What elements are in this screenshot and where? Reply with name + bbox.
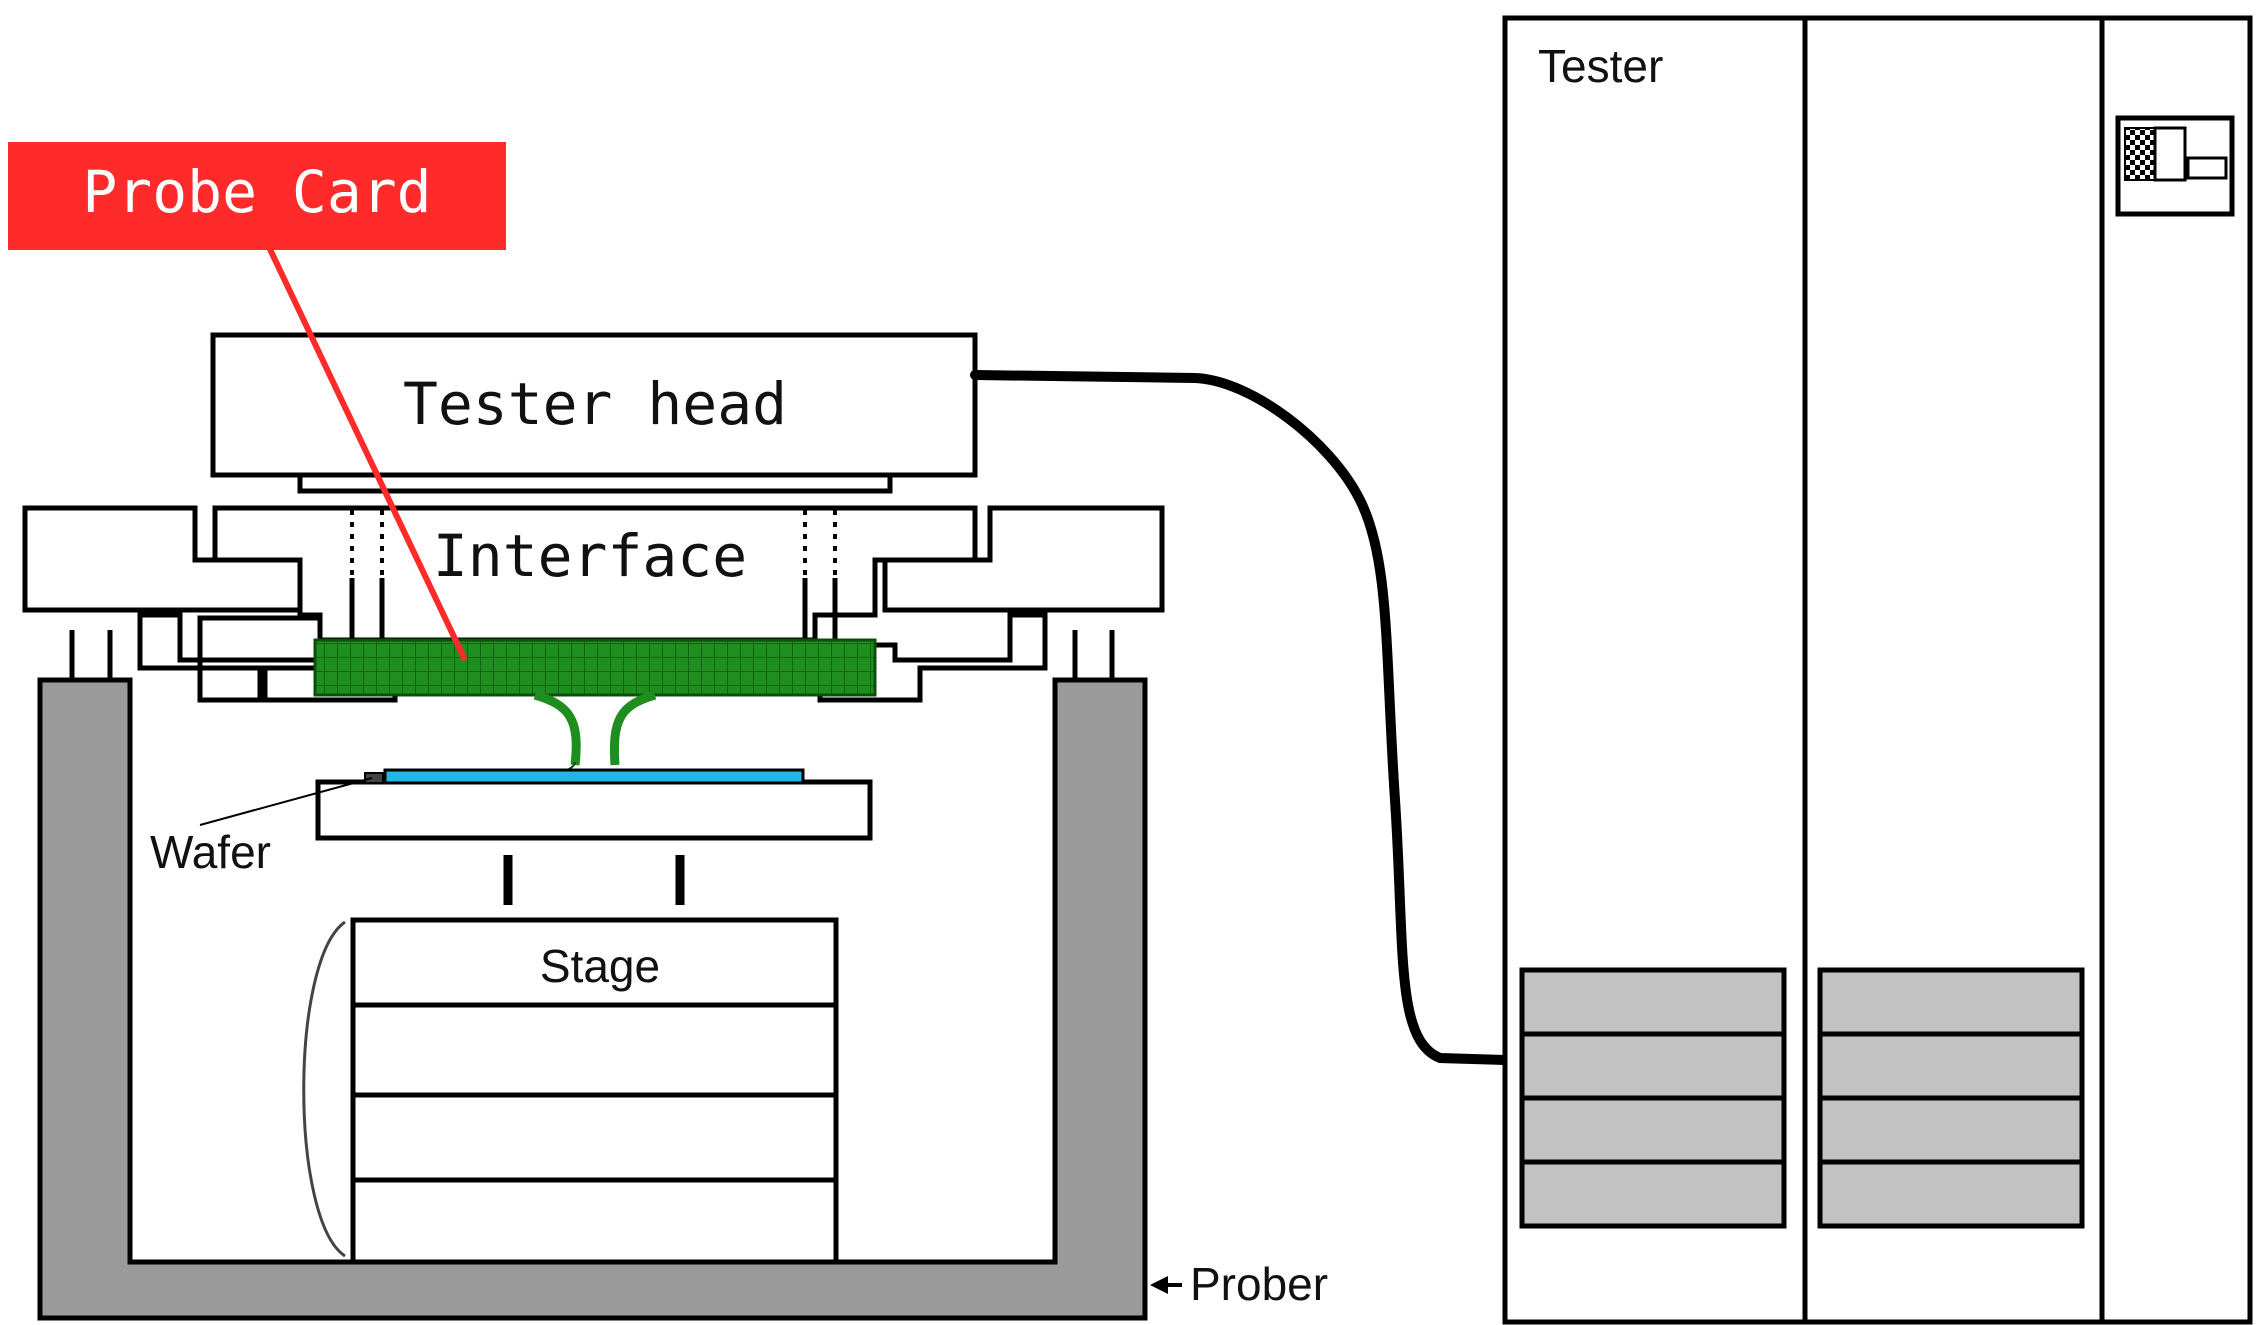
wafer bbox=[383, 768, 805, 785]
prober-pins bbox=[69, 630, 1115, 680]
probe-card-label: Probe Card bbox=[82, 158, 431, 226]
tester-head bbox=[210, 332, 978, 494]
tester-slots-right bbox=[1817, 967, 2085, 1229]
wafer-label: Wafer bbox=[150, 826, 271, 878]
stage-bracket bbox=[302, 920, 346, 1258]
interface-posts bbox=[349, 578, 838, 640]
tester-cable bbox=[970, 370, 1510, 1065]
probe-card-callout bbox=[8, 142, 506, 250]
tester-cabinet bbox=[1502, 15, 2253, 1325]
wafer-chuck bbox=[315, 768, 873, 841]
stage bbox=[350, 917, 839, 1265]
interface-label: Interface bbox=[433, 522, 747, 590]
stage-label: Stage bbox=[540, 940, 660, 992]
display-panel-icon bbox=[2115, 115, 2235, 217]
prober-label: Prober bbox=[1190, 1258, 1328, 1310]
wafer-leader-line bbox=[199, 777, 373, 826]
tester-slots-left bbox=[1519, 967, 1787, 1229]
prober-frame bbox=[37, 677, 1148, 1321]
chuck-posts bbox=[503, 855, 685, 905]
probe-card bbox=[313, 638, 877, 773]
tester-label: Tester bbox=[1538, 40, 1663, 92]
tester-head-label: Tester head bbox=[403, 370, 787, 438]
callout-pointer bbox=[265, 243, 468, 662]
arrow-left-icon bbox=[1150, 1276, 1182, 1294]
